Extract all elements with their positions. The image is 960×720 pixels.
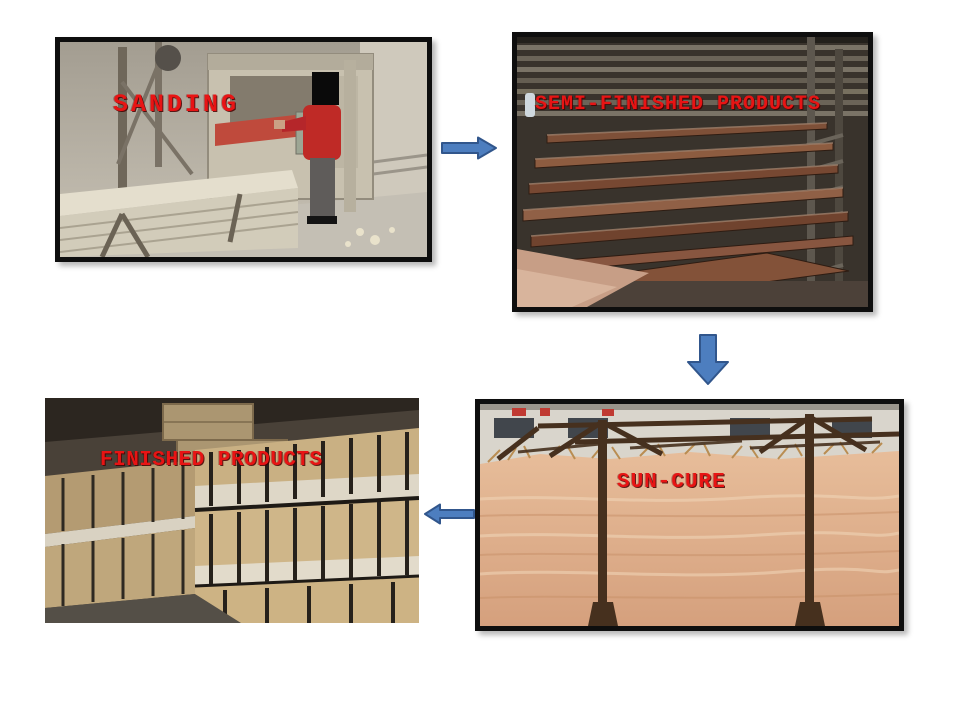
photo-sun-cure: SUN-CURE bbox=[475, 399, 904, 631]
warehouse-stacks-illustration bbox=[45, 398, 419, 623]
drying-rack-illustration bbox=[517, 37, 868, 307]
photo-semi-finished: SEMI-FINISHED PRODUCTS bbox=[512, 32, 873, 312]
arrow-left-icon bbox=[423, 503, 475, 525]
sun-cure-illustration bbox=[480, 404, 899, 626]
arrow-right-icon bbox=[441, 136, 498, 160]
label-sun-cure: SUN-CURE bbox=[617, 471, 726, 494]
sanding-machine-illustration bbox=[60, 42, 427, 257]
arrow-down-icon bbox=[686, 334, 730, 386]
label-sanding: SANDING bbox=[113, 90, 240, 119]
photo-finished-products: FINISHED PRODUCTS bbox=[45, 398, 419, 623]
label-finished-products: FINISHED PRODUCTS bbox=[100, 449, 323, 472]
photo-sanding: SANDING bbox=[55, 37, 432, 262]
label-semi-finished: SEMI-FINISHED PRODUCTS bbox=[535, 93, 822, 116]
